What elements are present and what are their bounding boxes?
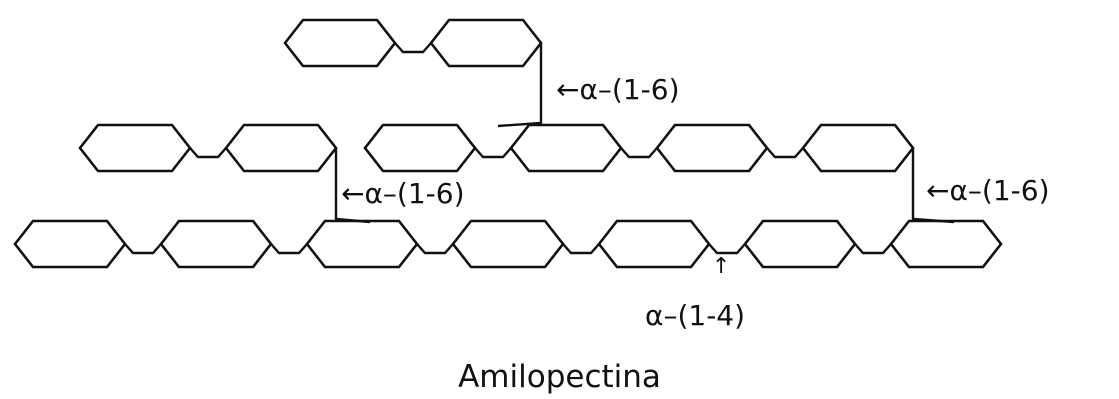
middle-right-chain-alpha-1-4-bond	[766, 147, 804, 159]
middle-left-chain-alpha-1-4-bond	[189, 147, 227, 159]
main-chain-glucose-unit	[597, 219, 711, 269]
branch-links	[334, 43, 955, 224]
main-chain-glucose-unit	[889, 219, 1003, 269]
main-chain-alpha-1-4-bond	[416, 243, 454, 255]
glucose-chains	[13, 18, 1003, 269]
left-alpha-1-6-branch	[334, 148, 371, 224]
main-chain-glucose-unit	[305, 219, 419, 269]
middle-right-chain-glucose-unit	[655, 123, 769, 173]
main-chain-alpha-1-4-bond	[124, 243, 162, 255]
middle-left-chain-glucose-unit	[224, 123, 338, 173]
middle-right-chain-glucose-unit	[363, 123, 477, 173]
main-chain-glucose-unit	[451, 219, 565, 269]
main-chain-alpha-1-4-bond	[708, 243, 746, 255]
top-chain-glucose-unit	[283, 18, 397, 68]
middle-right-chain-alpha-1-4-bond	[620, 147, 658, 159]
middle-right-chain-glucose-unit	[509, 123, 623, 173]
left-branch-linkage-label: ←α–(1-6)	[341, 177, 465, 210]
middle-right-chain-alpha-1-4-bond	[474, 147, 512, 159]
right-alpha-1-6-branch	[911, 148, 955, 224]
main-chain-glucose-unit	[159, 219, 273, 269]
top-alpha-1-6-branch	[497, 43, 543, 128]
middle-right-chain-glucose-unit	[801, 123, 915, 173]
main-chain-alpha-1-4-bond	[562, 243, 600, 255]
top-branch-linkage-label: ←α–(1-6)	[556, 73, 680, 106]
main-chain-up-arrow-icon: ↑	[712, 254, 731, 279]
middle-left-chain-glucose-unit	[78, 123, 192, 173]
left-arrow-icon: ←	[556, 73, 580, 106]
main-chain-glucose-unit	[743, 219, 857, 269]
right-branch-linkage-label: ←α–(1-6)	[926, 174, 1050, 207]
main-chain-glucose-unit	[13, 219, 127, 269]
left-arrow-icon: ←	[341, 177, 365, 210]
left-arrow-icon: ←	[926, 174, 950, 207]
main-chain-linkage-label: α–(1-4)	[645, 299, 746, 332]
top-chain-glucose-unit	[429, 18, 543, 68]
main-chain-alpha-1-4-bond	[854, 243, 892, 255]
top-chain-alpha-1-4-bond	[394, 42, 432, 54]
diagram-caption: Amilopectina	[458, 359, 661, 395]
main-chain-alpha-1-4-bond	[270, 243, 308, 255]
